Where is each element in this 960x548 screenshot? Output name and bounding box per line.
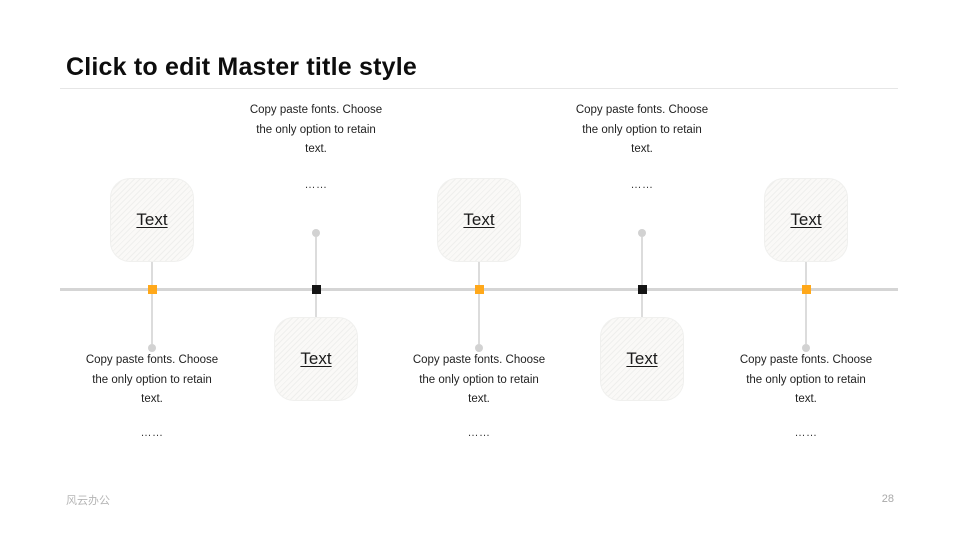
description-line: the only option to retain bbox=[746, 373, 866, 386]
timeline-marker-black bbox=[637, 285, 647, 294]
timeline-item-1: Text Copy paste fonts. Choose the only o… bbox=[70, 0, 234, 548]
timeline-marker-orange bbox=[801, 285, 811, 294]
connector-line bbox=[805, 262, 807, 344]
connector-line bbox=[151, 262, 153, 344]
description-line: Copy paste fonts. Choose bbox=[85, 354, 219, 366]
timeline-item-2: Text Copy paste fonts. Choose the only o… bbox=[234, 0, 398, 548]
text-node-label: Text bbox=[136, 210, 168, 229]
text-node-box[interactable]: Text bbox=[764, 178, 848, 262]
text-node-box[interactable]: Text bbox=[600, 317, 684, 401]
timeline-marker-black bbox=[311, 285, 321, 294]
ellipsis-text: …… bbox=[467, 427, 491, 439]
connector-end-dot bbox=[148, 344, 156, 352]
page-number: 28 bbox=[881, 493, 894, 505]
connector-line bbox=[315, 237, 317, 317]
connector-end-dot bbox=[802, 344, 810, 352]
description-text[interactable]: Copy paste fonts. Choose the only option… bbox=[397, 351, 561, 410]
description-text[interactable]: Copy paste fonts. Choose the only option… bbox=[560, 101, 724, 160]
description-text[interactable]: Copy paste fonts. Choose the only option… bbox=[724, 351, 888, 410]
timeline-marker-orange bbox=[147, 285, 157, 294]
description-line: the only option to retain bbox=[92, 373, 212, 386]
page-title[interactable]: Click to edit Master title style bbox=[66, 53, 417, 81]
description-line: text. bbox=[305, 143, 327, 155]
connector-line bbox=[478, 262, 480, 344]
description-line: the only option to retain bbox=[582, 123, 702, 136]
title-divider bbox=[60, 88, 898, 89]
timeline-marker-orange bbox=[474, 285, 484, 294]
connector-end-dot bbox=[475, 344, 483, 352]
description-text[interactable]: Copy paste fonts. Choose the only option… bbox=[234, 101, 398, 160]
connector-end-dot bbox=[312, 229, 320, 237]
timeline-item-5: Text Copy paste fonts. Choose the only o… bbox=[724, 0, 888, 548]
description-line: text. bbox=[795, 393, 817, 405]
description-text[interactable]: Copy paste fonts. Choose the only option… bbox=[70, 351, 234, 410]
text-node-label: Text bbox=[626, 349, 658, 368]
description-line: text. bbox=[141, 393, 163, 405]
text-node-box[interactable]: Text bbox=[110, 178, 194, 262]
ellipsis-text: …… bbox=[794, 427, 818, 439]
description-line: text. bbox=[468, 393, 490, 405]
ellipsis-text: …… bbox=[304, 179, 328, 191]
ellipsis-text: …… bbox=[140, 427, 164, 439]
description-line: text. bbox=[631, 143, 653, 155]
text-node-label: Text bbox=[790, 210, 822, 229]
description-line: Copy paste fonts. Choose bbox=[575, 104, 709, 116]
timeline-item-3: Text Copy paste fonts. Choose the only o… bbox=[397, 0, 561, 548]
text-node-label: Text bbox=[463, 210, 495, 229]
connector-line bbox=[641, 237, 643, 317]
text-node-label: Text bbox=[300, 349, 332, 368]
connector-end-dot bbox=[638, 229, 646, 237]
timeline-item-4: Text Copy paste fonts. Choose the only o… bbox=[560, 0, 724, 548]
text-node-box[interactable]: Text bbox=[274, 317, 358, 401]
ellipsis-text: …… bbox=[630, 179, 654, 191]
text-node-box[interactable]: Text bbox=[437, 178, 521, 262]
description-line: the only option to retain bbox=[419, 373, 539, 386]
description-line: Copy paste fonts. Choose bbox=[739, 354, 873, 366]
description-line: Copy paste fonts. Choose bbox=[412, 354, 546, 366]
description-line: Copy paste fonts. Choose bbox=[249, 104, 383, 116]
footer-brand: 风云办公 bbox=[66, 495, 110, 507]
description-line: the only option to retain bbox=[256, 123, 376, 136]
